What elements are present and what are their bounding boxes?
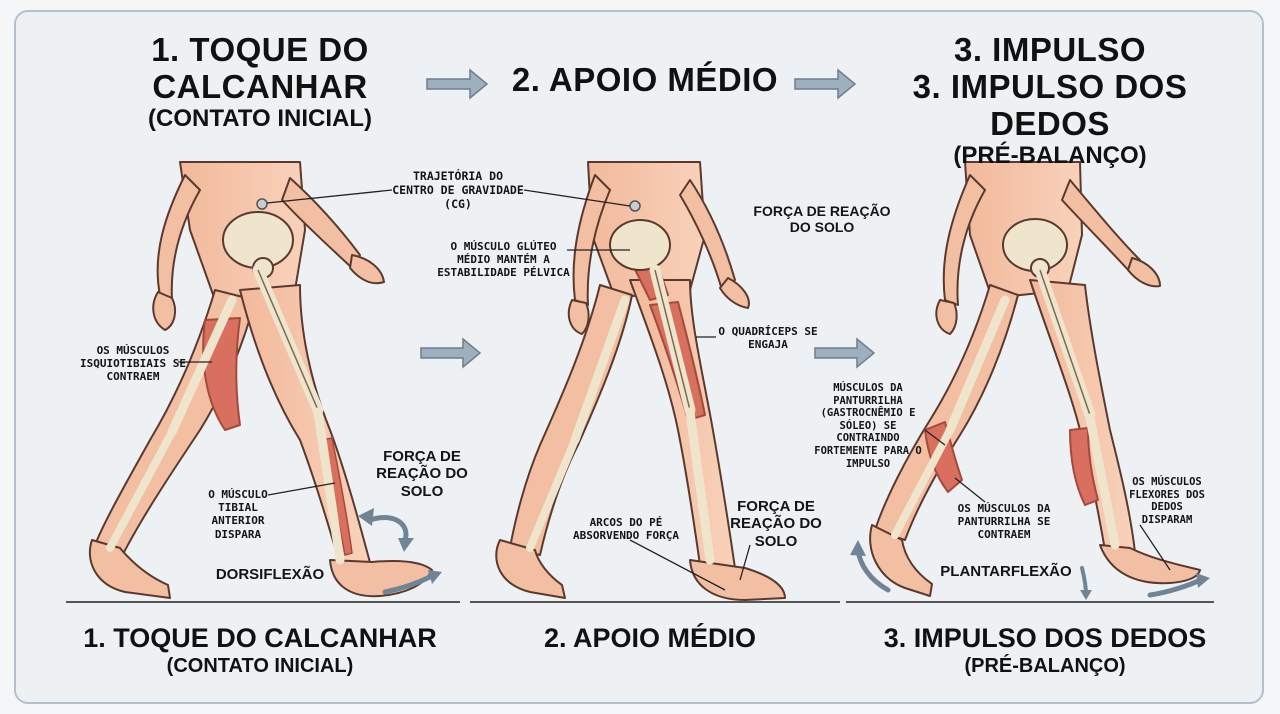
header-subtitle: (PRÉ-BALANÇO) (953, 141, 1147, 169)
arrow-right-icon (794, 68, 857, 100)
arrow-right-icon (426, 68, 489, 100)
arrowhead-icon (1196, 573, 1210, 588)
cg-marker-2 (629, 200, 641, 212)
curved-arrow-icon (382, 573, 435, 595)
leader-lines (178, 189, 1171, 591)
arrow-right-icon (420, 337, 482, 369)
cg-marker-1 (256, 198, 268, 210)
header-title-line1: 3. IMPULSO (953, 31, 1147, 68)
label-foot-arches: ARCOS DO PÉ ABSORVENDO FORÇA (573, 516, 679, 543)
footer-title: 2. APOIO MÉDIO (543, 623, 757, 653)
footer-heel-strike: 1. TOQUE DO CALCANHAR (CONTATO INICIAL) (60, 622, 460, 678)
footer-title: 1. TOQUE DO CALCANHAR (83, 623, 437, 653)
label-calf-strong: MÚSCULOS DA PANTURRILHA (GASTROCNÊMIO E … (814, 382, 922, 470)
label-gluteus-medius: O MÚSCULO GLÚTEO MÉDIO MANTÉM A ESTABILI… (437, 240, 570, 280)
footer-midstance: 2. APOIO MÉDIO (500, 622, 800, 654)
header-title: 3. IMPULSO DOS DEDOS (912, 67, 1188, 142)
label-quadriceps: O QUADRÍCEPS SE ENGAJA (718, 325, 818, 352)
footer-subtitle: (PRÉ-BALANÇO) (964, 655, 1126, 678)
header-title: 1. TOQUE DO CALCANHAR (151, 31, 369, 105)
label-dorsiflexion: DORSIFLEXÃO (215, 566, 325, 583)
header-midstance: 2. APOIO MÉDIO (505, 61, 785, 99)
arrowhead-icon (1080, 590, 1092, 600)
arrowhead-icon (428, 570, 442, 584)
label-plantarflexion: PLANTARFLEXÃO (940, 563, 1072, 580)
label-tibialis-anterior: O MÚSCULO TIBIAL ANTERIOR DISPARA (208, 488, 268, 541)
footer-toe-off: 3. IMPULSO DOS DEDOS (PRÉ-BALANÇO) (860, 622, 1230, 678)
label-grf-top: FORÇA DE REAÇÃO DO SOLO (753, 203, 891, 236)
curved-arrow-icon (367, 515, 409, 543)
figure-toe-off (869, 161, 1201, 597)
header-title: 2. APOIO MÉDIO (511, 61, 779, 98)
label-grf-mid: FORÇA DE REAÇÃO DO SOLO (730, 498, 822, 550)
figure-heel-strike (88, 161, 433, 599)
arrowhead-icon (358, 508, 374, 526)
label-grf-left: FORÇA DE REAÇÃO DO SOLO (376, 448, 468, 500)
header-toe-off: 3. IMPULSO 3. IMPULSO DOS DEDOS (PRÉ-BAL… (860, 31, 1240, 170)
figure-midstance (495, 161, 786, 601)
label-calf-contract: OS MÚSCULOS DA PANTURRILHA SE CONTRAEM (957, 502, 1051, 542)
footer-title: 3. IMPULSO DOS DEDOS (883, 623, 1207, 653)
header-heel-strike: 1. TOQUE DO CALCANHAR (CONTATO INICIAL) (110, 31, 410, 133)
label-toe-flexors: OS MÚSCULOS FLEXORES DOS DEDOS DISPARAM (1129, 476, 1205, 526)
label-hamstrings: OS MÚSCULOS ISQUIOTIBIAIS SE CONTRAEM (80, 344, 186, 384)
label-cg-trajectory: TRAJETÓRIA DO CENTRO DE GRAVIDADE (CG) (392, 169, 524, 211)
footer-subtitle: (CONTATO INICIAL) (166, 655, 354, 678)
header-subtitle: (CONTATO INICIAL) (148, 104, 372, 132)
arrow-right-icon (814, 337, 876, 369)
arrowhead-icon (398, 538, 414, 552)
arrowhead-icon (850, 540, 866, 556)
